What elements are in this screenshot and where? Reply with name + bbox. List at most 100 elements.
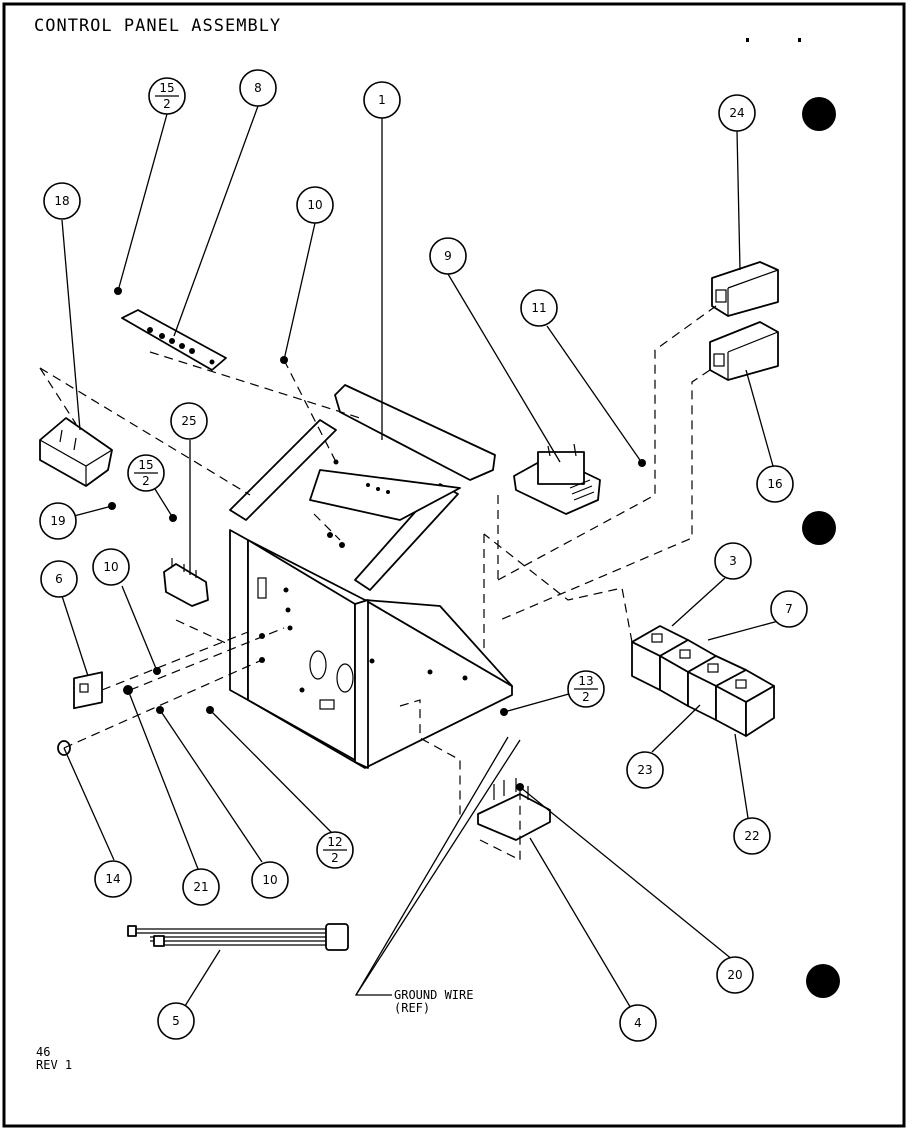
callout-label: 5 <box>172 1014 180 1028</box>
callout-label: 10 <box>262 873 277 887</box>
leader-lines <box>61 105 783 1011</box>
callout-18: 18 <box>43 182 81 220</box>
ground-wire-ref-label: (REF) <box>394 1001 430 1015</box>
callout-label: 16 <box>767 477 782 491</box>
page-footer: 46 REV 1 <box>36 1046 72 1072</box>
screw-21 <box>123 685 133 695</box>
callout-label: 22 <box>744 829 759 843</box>
callout-13-2: 132 <box>567 670 605 708</box>
callout-1: 1 <box>363 81 401 119</box>
callout-circle <box>92 548 130 586</box>
part-6-switch <box>73 671 103 710</box>
punch-hole-top <box>802 97 836 131</box>
callout-label: 20 <box>727 968 742 982</box>
callout-10a: 10 <box>296 186 334 224</box>
callout-circle <box>756 465 794 503</box>
callout-circle <box>39 502 77 540</box>
callout-numerator: 13 <box>578 674 593 688</box>
callout-16: 16 <box>756 465 794 503</box>
callout-circle <box>296 186 334 224</box>
part-24-relay <box>711 261 779 317</box>
callout-circle <box>251 861 289 899</box>
callout-label: 6 <box>55 572 63 586</box>
callout-denominator: 2 <box>582 690 590 704</box>
callout-circle <box>239 69 277 107</box>
callout-circle <box>733 817 771 855</box>
callout-circle <box>619 1004 657 1042</box>
callout-circle <box>43 182 81 220</box>
part-4-terminal-block <box>477 778 551 841</box>
callout-label: 25 <box>181 414 196 428</box>
callout-label: 8 <box>254 81 262 95</box>
callout-25: 25 <box>170 402 208 440</box>
callout-3: 3 <box>714 542 752 580</box>
callout-9: 9 <box>429 237 467 275</box>
callout-label: 4 <box>634 1016 642 1030</box>
callout-label: 7 <box>785 602 793 616</box>
callout-circle <box>714 542 752 580</box>
callout-circle <box>40 560 78 598</box>
callout-label: 19 <box>50 514 65 528</box>
callout-label: 10 <box>103 560 118 574</box>
callout-circle <box>182 868 220 906</box>
callout-14: 14 <box>94 860 132 898</box>
callout-numerator: 12 <box>327 835 342 849</box>
callout-denominator: 2 <box>163 97 171 111</box>
scan-speck <box>798 38 801 42</box>
callout-circle <box>520 289 558 327</box>
callout-denominator: 2 <box>142 474 150 488</box>
callout-circle <box>157 1002 195 1040</box>
punch-hole-bottom <box>806 964 840 998</box>
scan-speck <box>746 38 749 42</box>
part-18-bracket <box>39 417 113 487</box>
callout-19: 19 <box>39 502 77 540</box>
callout-label: 9 <box>444 249 452 263</box>
part-5-wire-harness <box>127 923 349 951</box>
callout-10b: 10 <box>92 548 130 586</box>
part-16-relay <box>709 321 779 381</box>
callout-7: 7 <box>770 590 808 628</box>
callout-11: 11 <box>520 289 558 327</box>
part-switch-bank <box>631 625 775 737</box>
callout-label: 11 <box>531 301 546 315</box>
ground-wire-label: GROUND WIRE <box>394 988 473 1002</box>
callout-22: 22 <box>733 817 771 855</box>
page-title: CONTROL PANEL ASSEMBLY <box>34 16 282 36</box>
callout-label: 24 <box>729 106 744 120</box>
callout-circle <box>429 237 467 275</box>
callout-12-2: 122 <box>316 831 354 869</box>
callout-label: 23 <box>637 763 652 777</box>
punch-hole-middle <box>802 511 836 545</box>
callout-4: 4 <box>619 1004 657 1042</box>
callout-numerator: 15 <box>159 81 174 95</box>
callout-15-2a: 152 <box>148 77 186 115</box>
callout-10c: 10 <box>251 861 289 899</box>
callout-denominator: 2 <box>331 851 339 865</box>
part-8-terminal-strip <box>121 309 227 371</box>
callout-21: 21 <box>182 868 220 906</box>
callout-8: 8 <box>239 69 277 107</box>
callout-23: 23 <box>626 751 664 789</box>
callout-24: 24 <box>718 94 756 132</box>
callout-20: 20 <box>716 956 754 994</box>
assembly-lines <box>39 305 717 861</box>
callout-15-2b: 152 <box>127 454 165 492</box>
callout-circle <box>94 860 132 898</box>
callout-6: 6 <box>40 560 78 598</box>
page-number: 46 <box>36 1045 51 1059</box>
callout-circle <box>718 94 756 132</box>
callout-numerator: 15 <box>138 458 153 472</box>
callout-label: 1 <box>378 93 386 107</box>
callout-5: 5 <box>157 1002 195 1040</box>
control-box <box>229 384 513 769</box>
callout-layer: 1345678910101011141618192021222324251521… <box>39 69 808 1042</box>
callout-label: 14 <box>105 872 120 886</box>
callout-label: 10 <box>307 198 322 212</box>
callout-label: 3 <box>729 554 737 568</box>
part-9-transformer <box>513 443 601 515</box>
revision-label: REV 1 <box>36 1058 73 1072</box>
callout-circle <box>626 751 664 789</box>
part-25-bracket <box>163 558 209 607</box>
